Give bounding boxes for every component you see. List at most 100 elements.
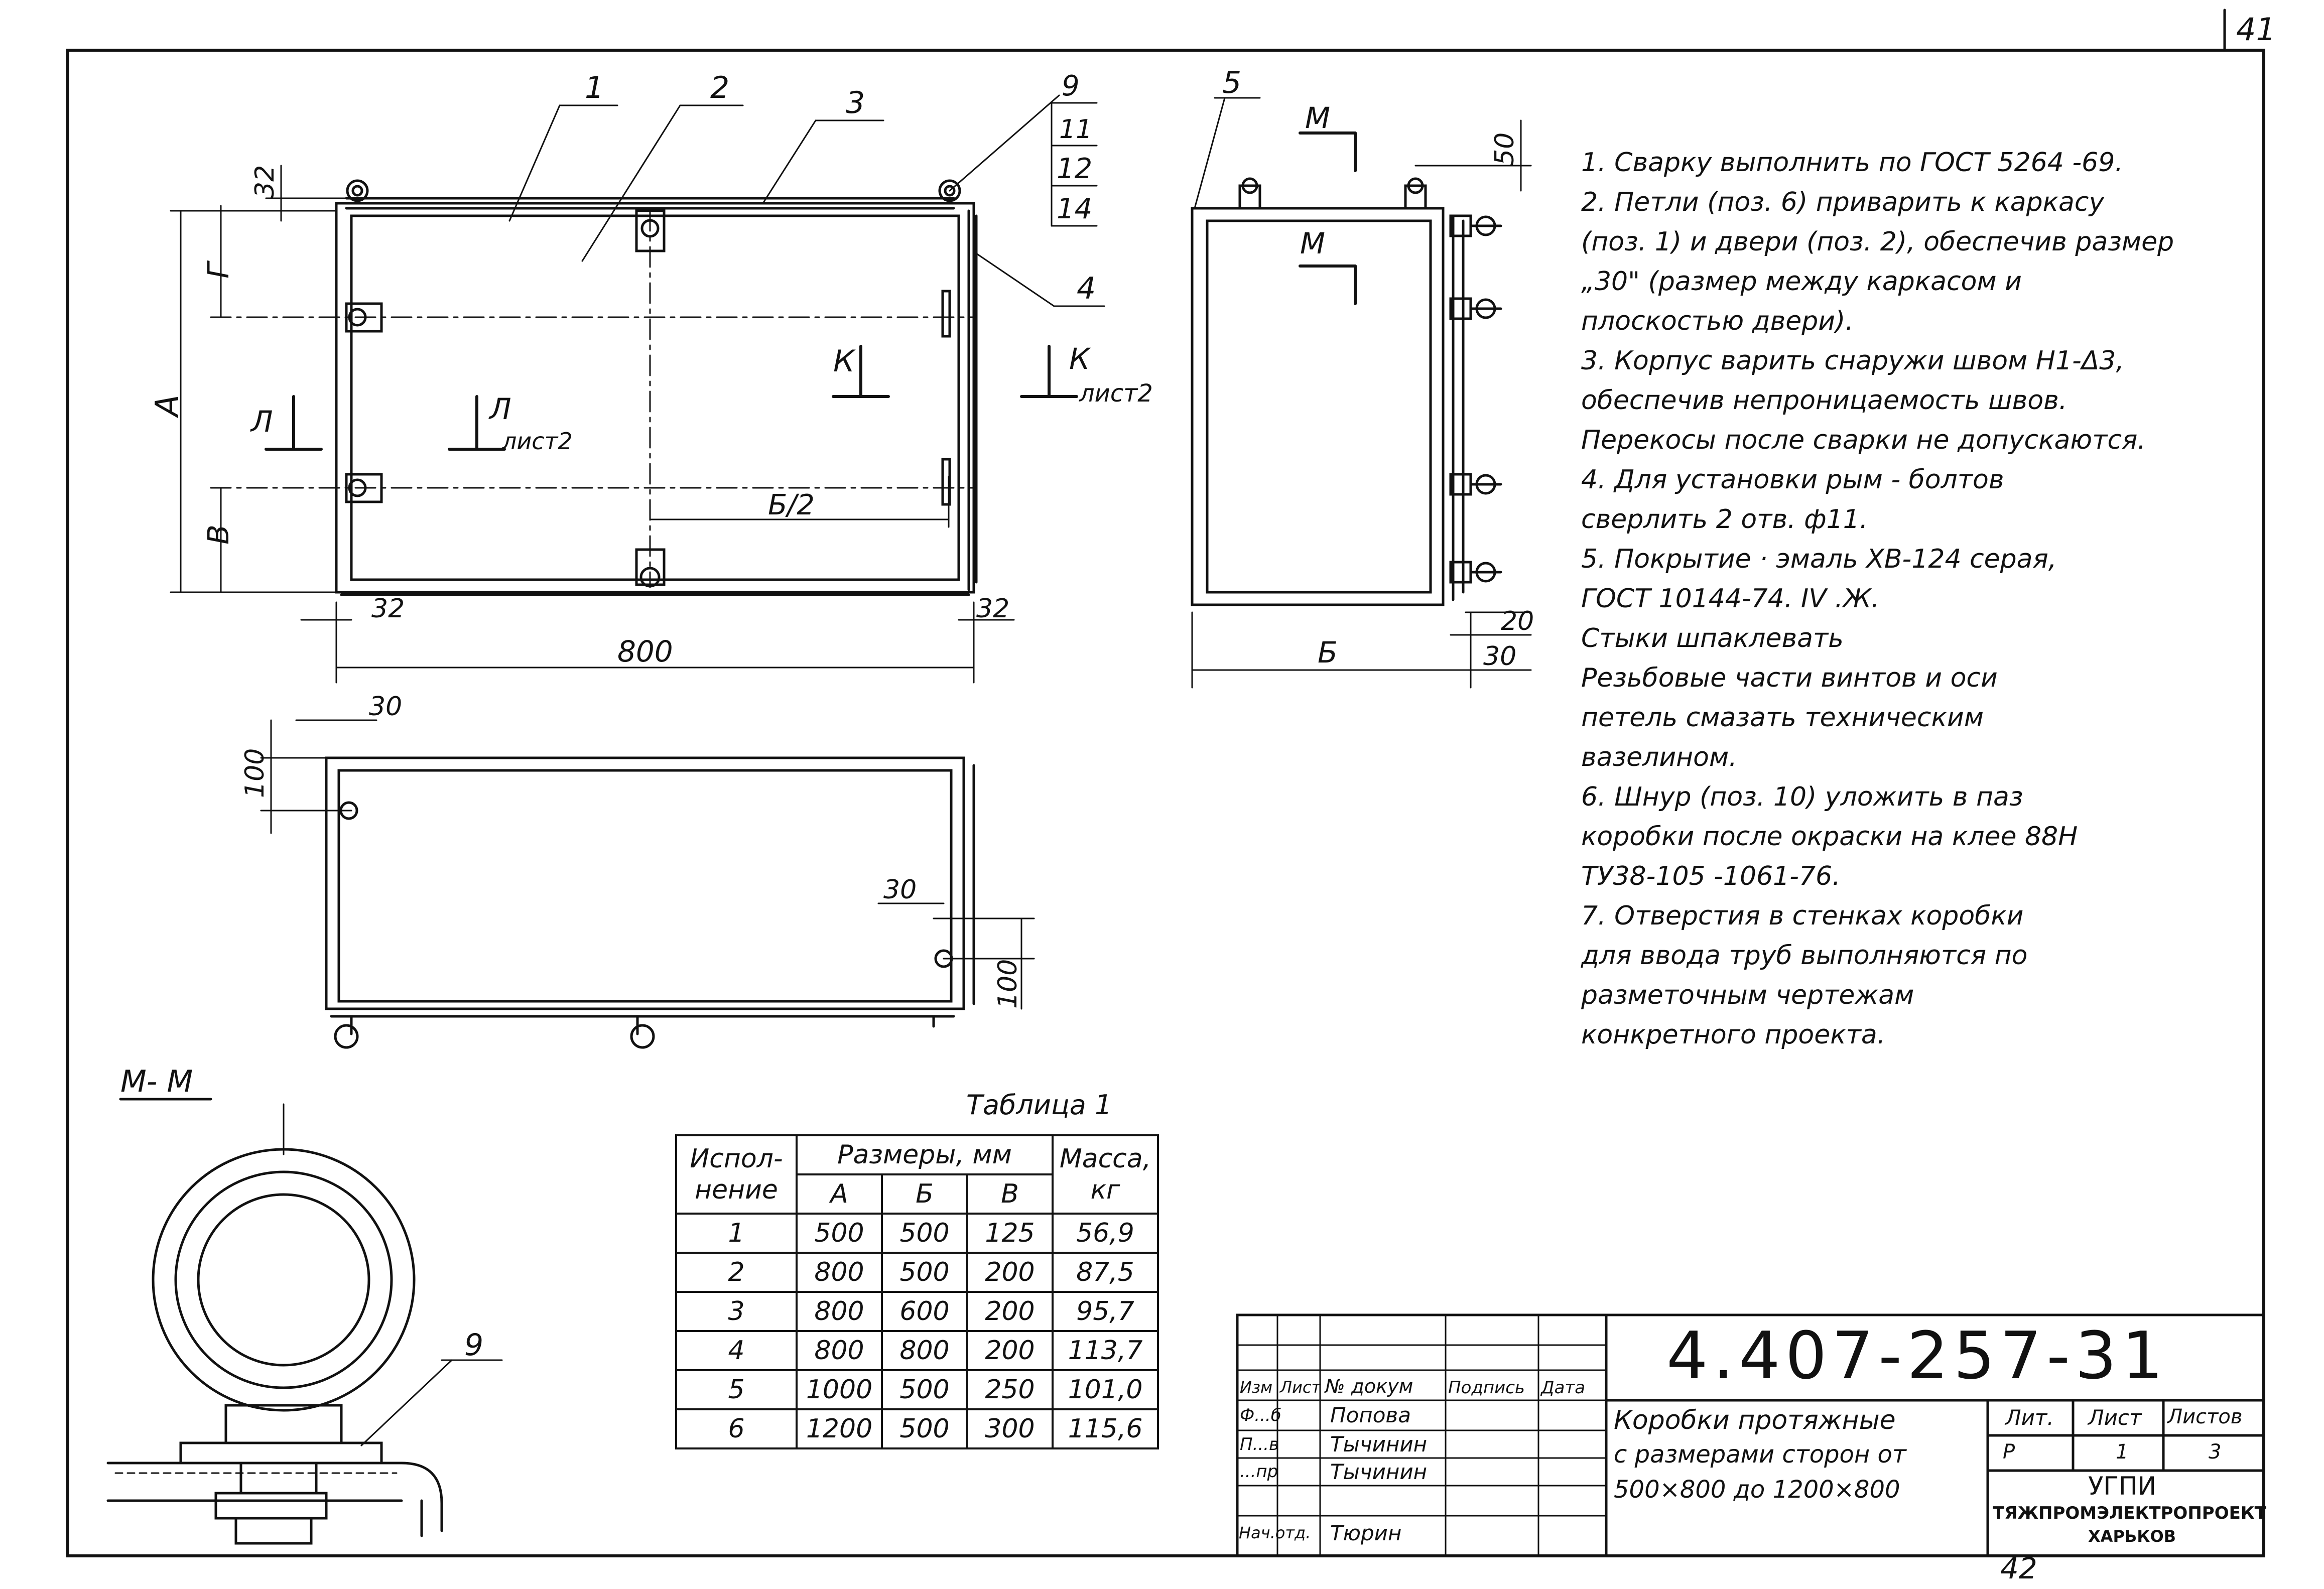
cell-variant: 3 [675,1291,798,1332]
note-line: ТУ38-105 -1061-76. [1581,861,1841,891]
cell-b: 500 [881,1369,968,1410]
dim-800: 800 [617,634,673,669]
name-4: Тюрин [1330,1521,1402,1545]
name-3: Тычинин [1330,1460,1428,1484]
note-line: петель смазать техническим [1581,703,1984,733]
col-izm: Изм [1240,1378,1273,1397]
cell-a: 800 [796,1252,883,1293]
value-lit: Р [2003,1440,2015,1464]
org-name-2: ТЯЖПРОМЭЛЕКТРОПРОЕКТ [1993,1503,2266,1523]
note-line: Перекосы после сварки не допускаются. [1581,425,2146,455]
note-line: Стыки шпаклевать [1581,623,1844,653]
note-line: вазелином. [1581,742,1737,772]
cell-v: 200 [966,1330,1054,1371]
header-mass: Масса, кг [1052,1134,1159,1215]
col-list: Лист [1280,1378,1321,1397]
cell-variant: 2 [675,1252,798,1293]
section-l-label: Л [250,405,273,439]
technical-notes: 1. Сварку выполнить по ГОСТ 5264 -69. 2.… [1581,143,2294,1055]
note-line: 3. Корпус варить снаружи швом Н1-Δ3, [1581,346,2124,376]
cell-b: 500 [881,1252,968,1293]
note-line: обеспечив непроницаемость швов. [1581,385,2068,416]
name-2: Тычинин [1330,1432,1428,1456]
cell-v: 125 [966,1213,1054,1254]
dim-32-top: 32 [250,165,280,198]
org-name-1: УГПИ [2088,1472,2156,1501]
role-1: Ф...б [1240,1405,1281,1425]
sheet-frame [66,49,2265,1557]
note-line: 1. Сварку выполнить по ГОСТ 5264 -69. [1581,148,2123,178]
table-row: 2 800 500 200 87,5 [675,1252,1159,1293]
cell-variant: 5 [675,1369,798,1410]
dim-100-left: 100 [240,748,270,798]
section-mm-title: М- М [120,1064,193,1099]
callout-4: 4 [1077,271,1096,306]
role-4: Нач.отд. [1239,1523,1311,1542]
table-row: 1 500 500 125 56,9 [675,1213,1159,1254]
title-line-2: с размерами сторон от [1614,1440,1906,1469]
section-k-label: К [833,344,856,379]
cell-a: 1000 [796,1369,883,1410]
header-sheets: Листов [2167,1405,2243,1428]
note-line: ГОСТ 10144-74. IV .Ж. [1581,584,1880,614]
front-view [170,94,1105,684]
callout-2: 2 [710,70,729,105]
cell-variant: 6 [675,1408,798,1449]
name-1: Попова [1330,1403,1411,1427]
value-sheets: 3 [2209,1440,2222,1464]
cell-mass: 95,7 [1052,1291,1159,1332]
callout-9: 9 [1062,70,1080,102]
note-line: 4. Для установки рым - болтов [1581,465,2004,495]
cell-a: 500 [796,1213,883,1254]
callout-12: 12 [1057,153,1092,185]
note-line: „30" (размер между каркасом и [1581,267,2022,297]
cell-mass: 113,7 [1052,1330,1159,1371]
cell-b: 600 [881,1291,968,1332]
dim-g: Г [201,260,235,279]
callout-3: 3 [846,85,865,120]
header-dims: Размеры, мм [796,1134,1054,1175]
callout-1: 1 [585,70,604,105]
col-doc: № докум [1325,1375,1413,1397]
dim-30-top: 30 [369,692,402,722]
header-a: А [796,1173,883,1215]
header-variant-2: нение [695,1175,778,1205]
dim-32-right: 32 [976,594,1009,624]
col-date: Дата [1541,1378,1586,1398]
top-view [260,719,1035,1049]
note-line: 2. Петли (поз. 6) приварить к каркасу [1581,187,2105,217]
note-line: сверлить 2 отв. ф11. [1581,504,1868,535]
cell-mass: 56,9 [1052,1213,1159,1254]
section-l-label-2: Л [488,392,511,426]
cell-mass: 101,0 [1052,1369,1159,1410]
header-variant: Испол- нение [675,1134,798,1215]
callout-11: 11 [1059,114,1092,145]
note-line: Резьбовые части винтов и оси [1581,663,1998,693]
note-line: (поз. 1) и двери (поз. 2), обеспечив раз… [1581,227,2174,257]
title-block-grid [1236,1313,2265,1557]
dimensions-table: Испол- нение Размеры, мм Масса, кг А Б В… [675,1134,1159,1449]
org-name-3: ХАРЬКОВ [2088,1527,2176,1546]
cell-v: 200 [966,1291,1054,1332]
table-row: 5 1000 500 250 101,0 [675,1369,1159,1410]
cell-a: 800 [796,1330,883,1371]
callout-14: 14 [1057,193,1092,225]
header-b: Б [881,1173,968,1215]
dim-30-side: 30 [1483,641,1516,672]
dim-v: В [201,524,235,545]
dim-30-right: 30 [883,875,917,905]
cell-a: 800 [796,1291,883,1332]
col-sign: Подпись [1448,1378,1525,1398]
dim-20: 20 [1501,606,1534,636]
section-m-label: М [1305,101,1330,135]
callout-5: 5 [1222,65,1241,100]
page-number-bottom: 42 [2000,1551,2037,1585]
cell-variant: 4 [675,1330,798,1371]
title-line-1: Коробки протяжные [1614,1405,1896,1435]
cell-mass: 87,5 [1052,1252,1159,1293]
section-k-sheet: лист2 [1079,379,1153,408]
table-row: 3 800 600 200 95,7 [675,1291,1159,1332]
header-lit: Лит. [2005,1405,2054,1430]
cell-a: 1200 [796,1408,883,1449]
